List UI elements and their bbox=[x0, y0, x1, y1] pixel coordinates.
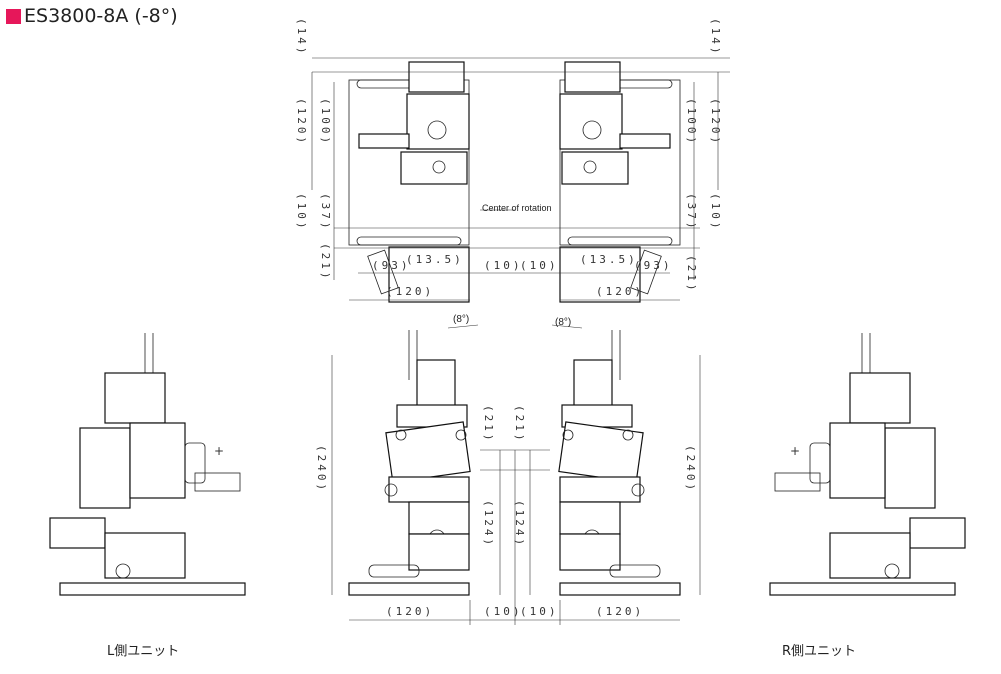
dim-120-left: (120) bbox=[295, 98, 308, 146]
front-dimension-lines bbox=[331, 324, 701, 625]
dim-10-h-right: (10) bbox=[520, 259, 559, 272]
dim-13-5-right: (13.5) bbox=[580, 253, 638, 266]
dim-93-left: (93) bbox=[372, 259, 411, 272]
caption-left-unit: L側ユニット bbox=[107, 644, 180, 659]
dim-21-right: (21) bbox=[685, 255, 698, 294]
dim-120-h-left: (120) bbox=[386, 285, 434, 298]
angle-8-left: (8°) bbox=[453, 314, 469, 325]
angle-8-right: (8°) bbox=[555, 317, 571, 328]
dim-124-left: (124) bbox=[482, 500, 495, 548]
dim-120-right: (120) bbox=[709, 98, 722, 146]
dim-120-h-right: (120) bbox=[596, 285, 644, 298]
dim-37-right: (37) bbox=[685, 193, 698, 232]
dim-21-left: (21) bbox=[482, 405, 495, 444]
front-view-left bbox=[348, 329, 471, 596]
dim-10-left: (10) bbox=[484, 605, 523, 618]
top-dimension-lines bbox=[311, 57, 730, 301]
dim-120-right: (120) bbox=[596, 605, 644, 618]
title-text: ES3800-8A (-8°) bbox=[24, 5, 178, 27]
crosshair-mark-right: + bbox=[790, 444, 800, 458]
dim-10-right: (10) bbox=[709, 193, 722, 232]
title-marker bbox=[6, 8, 21, 24]
dim-240-left: (240) bbox=[315, 445, 328, 493]
side-view-left bbox=[49, 332, 246, 596]
dim-124-right: (124) bbox=[513, 500, 526, 548]
dim-21-right: (21) bbox=[513, 405, 526, 444]
caption-right-unit: R側ユニット bbox=[782, 644, 857, 659]
dim-240-right: (240) bbox=[684, 445, 697, 493]
dim-37-left: (37) bbox=[319, 193, 332, 232]
dim-21-left: (21) bbox=[319, 243, 332, 282]
center-of-rotation-label: Center of rotation bbox=[482, 203, 552, 213]
top-dimension-labels: (14) (14) (120) (120) (100) (100) (10) (… bbox=[295, 18, 722, 298]
dim-14-left: (14) bbox=[295, 18, 308, 57]
dim-13-5-left: (13.5) bbox=[406, 253, 464, 266]
dim-93-right: (93) bbox=[634, 259, 673, 272]
dim-14-right: (14) bbox=[709, 18, 722, 57]
dim-120-left: (120) bbox=[386, 605, 434, 618]
crosshair-mark-left: + bbox=[214, 444, 224, 458]
dim-100-right: (100) bbox=[685, 98, 698, 146]
side-view-right bbox=[769, 332, 966, 596]
dim-10-h-left: (10) bbox=[484, 259, 523, 272]
front-view-right bbox=[558, 329, 681, 596]
page-title: ES3800-8A (-8°) bbox=[6, 5, 178, 27]
front-dimension-labels: (8°) (8°) (240) (240) (21) (21) (124) (1… bbox=[315, 314, 697, 618]
dim-100-left: (100) bbox=[319, 98, 332, 146]
dim-10-right: (10) bbox=[520, 605, 559, 618]
dim-10-left: (10) bbox=[295, 193, 308, 232]
